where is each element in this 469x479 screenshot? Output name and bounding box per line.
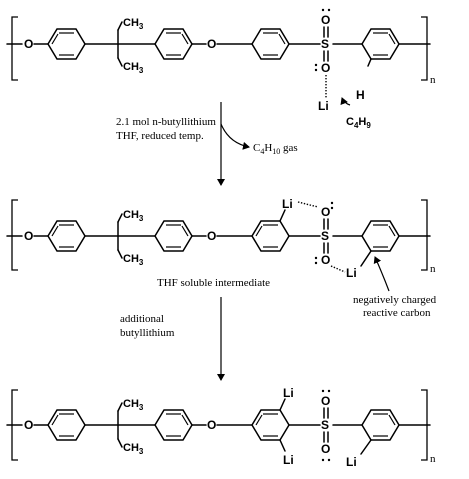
benzene-ring [251,409,290,441]
byproduct-arrow [220,123,250,150]
butyl-label: C4H9 [346,116,371,130]
lithium-atom: Li [283,453,294,467]
lithium-atom: Li [346,455,357,469]
isopropylidene-group: CH3 CH3 [117,209,144,267]
methyl-label: CH3 [123,209,144,223]
methyl-label: CH3 [123,442,144,456]
benzene-ring [361,409,400,441]
oxygen-atom: O [321,442,330,456]
lithium-atom: Li [282,197,293,211]
reagent-line: THF, reduced temp. [116,130,204,142]
benzene-ring [47,220,86,252]
reagent-line: additional [120,313,164,325]
methyl-label: CH3 [123,398,144,412]
benzene-ring [361,28,400,60]
benzene-ring [47,28,86,60]
reaction-step-2: additional butyllithium [120,297,225,381]
left-bracket [11,199,18,271]
lithium-atom: Li [346,266,357,280]
right-bracket [421,16,428,81]
lithium-atom: Li [283,386,294,400]
sulfur-atom: S [321,229,329,243]
isopropylidene-group: CH3 CH3 [117,398,144,456]
repeat-index: n [430,263,436,275]
oxygen-atom: O [321,13,330,27]
oxygen-atom: O [321,394,330,408]
benzene-ring [251,220,290,252]
reactive-carbon-label: negatively charged [353,294,437,306]
polymer-repeat-unit-3: O CH3 CH3 O [6,386,436,469]
repeat-index: n [430,453,436,465]
polymer-repeat-unit-2: O CH3 CH3 O [6,197,437,319]
lithium-atom: Li [318,99,329,113]
intermediate-label: THF soluble intermediate [157,277,270,289]
right-bracket [421,389,428,461]
oxygen-atom: O [24,37,33,51]
reactive-carbon-label: reactive carbon [363,307,431,319]
oxygen-atom: O [321,205,330,219]
oxygen-atom: O [321,61,330,75]
oxygen-atom: O [207,229,216,243]
oxygen-atom: O [24,229,33,243]
benzene-ring [154,28,193,60]
left-bracket [11,16,18,81]
reactive-carbon-pointer [373,256,390,292]
sulfone-group: S O O [314,201,346,273]
reaction-step-1: 2.1 mol n-butyllithium THF, reduced temp… [116,102,298,186]
oxygen-atom: O [24,418,33,432]
methyl-label: CH3 [123,61,144,75]
repeat-index: n [430,74,436,86]
methyl-label: CH3 [123,253,144,267]
oxygen-atom: O [207,418,216,432]
reagent-line: 2.1 mol n-butyllithium [116,116,216,128]
benzene-ring [154,409,193,441]
isopropylidene-group: CH3 CH3 [117,17,144,75]
sulfone-group: S O O [314,8,330,98]
oxygen-atom: O [207,37,216,51]
sulfur-atom: S [321,37,329,51]
hydrogen-atom: H [356,88,365,102]
benzene-ring [154,220,193,252]
proton-transfer-arrow [340,97,351,106]
polymer-repeat-unit-1: O CH3 CH3 O [6,8,436,130]
sulfur-atom: S [321,418,329,432]
sulfone-group: S O O [321,389,330,462]
benzene-ring [361,220,400,252]
benzene-ring [251,28,290,60]
oxygen-atom: O [321,253,330,267]
benzene-ring [47,409,86,441]
byproduct-label: C4H10 gas [253,142,298,156]
right-bracket [421,199,428,271]
reagent-line: butyllithium [120,327,175,339]
methyl-label: CH3 [123,17,144,31]
